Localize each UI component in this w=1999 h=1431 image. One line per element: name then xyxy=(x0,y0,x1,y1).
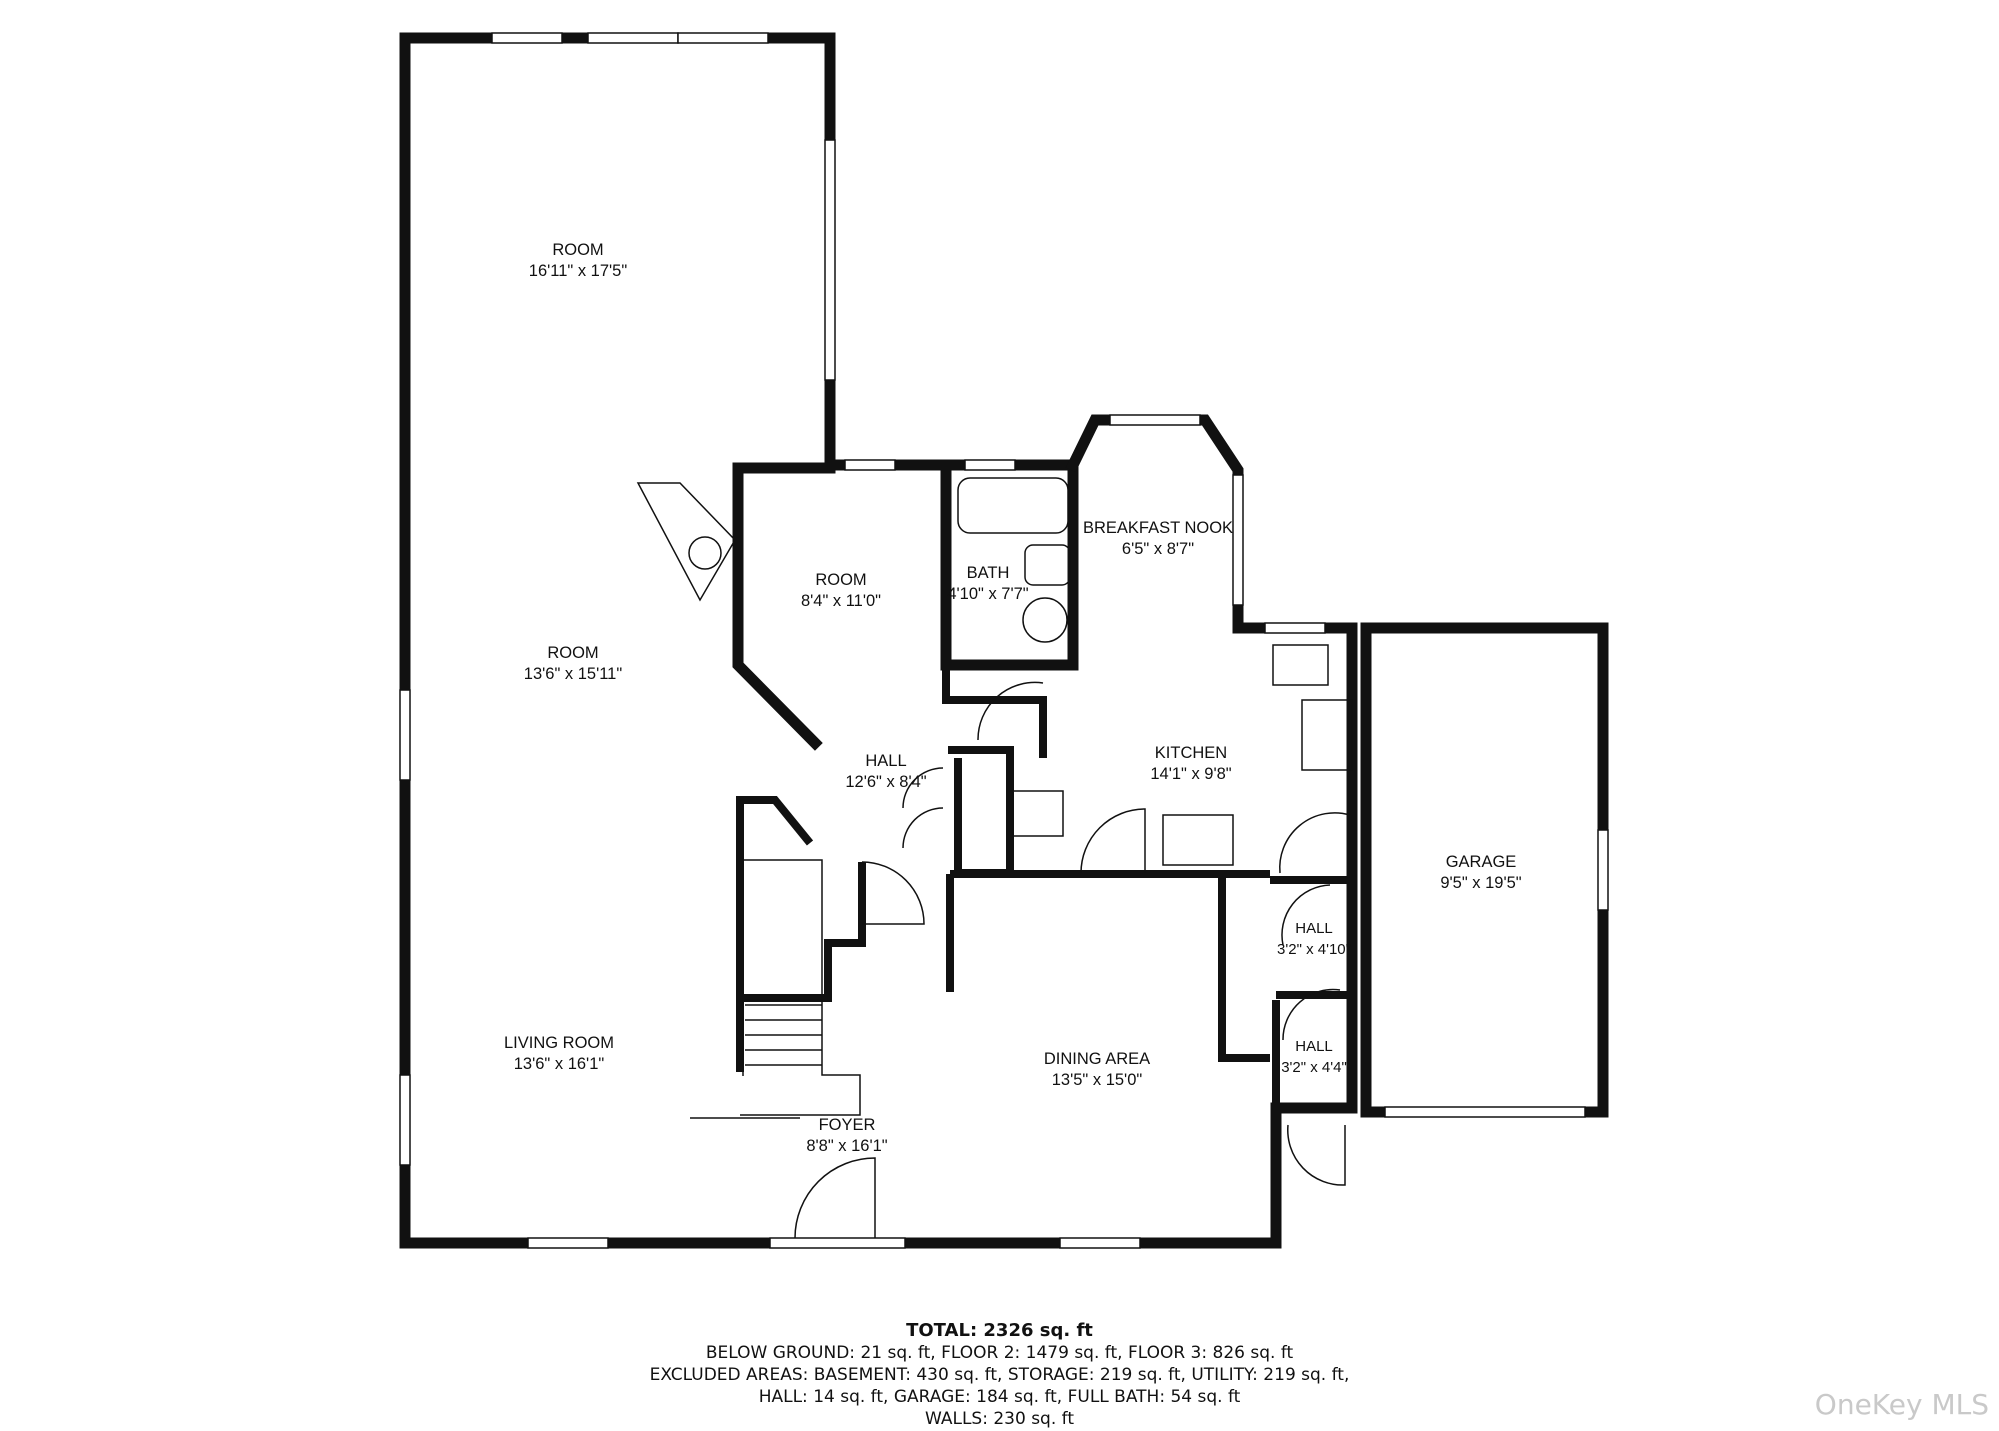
room-label-bath: BATH 4'10" x 7'7" xyxy=(947,563,1028,605)
room-name: BATH xyxy=(966,564,1010,582)
summary-line-2: EXCLUDED AREAS: BASEMENT: 430 sq. ft, ST… xyxy=(649,1365,1350,1385)
room-size: 13'6" x 16'1" xyxy=(513,1055,605,1073)
total-area: TOTAL: 2326 sq. ft xyxy=(906,1320,1093,1341)
room-name: FOYER xyxy=(818,1116,876,1134)
room-name: DINING AREA xyxy=(1043,1050,1151,1068)
room-size: 6'5" x 8'7" xyxy=(1121,540,1195,558)
summary-line-1: BELOW GROUND: 21 sq. ft, FLOOR 2: 1479 s… xyxy=(705,1343,1294,1363)
fixtures xyxy=(636,477,1353,1116)
room-label-living-room: LIVING ROOM 13'6" x 16'1" xyxy=(504,1033,614,1075)
room-name: BREAKFAST NOOK xyxy=(1082,519,1234,537)
windows xyxy=(399,32,1609,1249)
room-label-middle-room: ROOM 13'6" x 15'11" xyxy=(524,643,622,685)
summary-line-3: HALL: 14 sq. ft, GARAGE: 184 sq. ft, FUL… xyxy=(758,1387,1241,1407)
room-size: 8'4" x 11'0" xyxy=(800,592,882,610)
watermark: OneKey MLS xyxy=(1814,1388,1989,1421)
room-size: 8'8" x 16'1" xyxy=(806,1137,888,1155)
room-size: 3'2" x 4'4" xyxy=(1281,1059,1347,1076)
room-size: 3'2" x 4'10" xyxy=(1277,941,1351,958)
doors xyxy=(794,681,1351,1239)
room-name: ROOM xyxy=(552,241,604,259)
room-name: HALL xyxy=(865,752,907,770)
room-name: ROOM xyxy=(547,644,599,662)
area-summary: TOTAL: 2326 sq. ft BELOW GROUND: 21 sq. … xyxy=(0,1320,1999,1430)
room-name: HALL xyxy=(1295,920,1333,937)
room-name: KITCHEN xyxy=(1154,744,1228,762)
room-label-kitchen: KITCHEN 14'1" x 9'8" xyxy=(1150,743,1231,785)
room-label-hall-small-1: HALL 3'2" x 4'10" xyxy=(1277,918,1351,960)
room-name: HALL xyxy=(1295,1038,1333,1055)
stairs xyxy=(690,1000,822,1119)
summary-line-4: WALLS: 230 sq. ft xyxy=(924,1409,1075,1429)
room-name: GARAGE xyxy=(1445,853,1517,871)
room-name: LIVING ROOM xyxy=(503,1034,615,1052)
room-label-small-room: ROOM 8'4" x 11'0" xyxy=(801,570,881,612)
room-size: 14'1" x 9'8" xyxy=(1150,765,1232,783)
room-label-hall-small-2: HALL 3'2" x 4'4" xyxy=(1281,1036,1347,1078)
room-size: 9'5" x 19'5" xyxy=(1440,874,1522,892)
room-size: 4'10" x 7'7" xyxy=(947,585,1029,603)
room-label-upper-room: ROOM 16'11" x 17'5" xyxy=(529,240,627,282)
room-size: 13'6" x 15'11" xyxy=(523,665,623,683)
room-label-hall: HALL 12'6" x 8'4" xyxy=(845,751,926,793)
room-size: 13'5" x 15'0" xyxy=(1051,1071,1143,1089)
interior-walls xyxy=(736,665,1352,1108)
room-size: 12'6" x 8'4" xyxy=(845,773,927,791)
room-size: 16'11" x 17'5" xyxy=(528,262,628,280)
room-label-garage: GARAGE 9'5" x 19'5" xyxy=(1440,852,1521,894)
room-label-dining-area: DINING AREA 13'5" x 15'0" xyxy=(1044,1049,1150,1091)
room-label-breakfast-nook: BREAKFAST NOOK 6'5" x 8'7" xyxy=(1083,518,1233,560)
room-name: ROOM xyxy=(815,571,867,589)
room-label-foyer: FOYER 8'8" x 16'1" xyxy=(806,1115,887,1157)
